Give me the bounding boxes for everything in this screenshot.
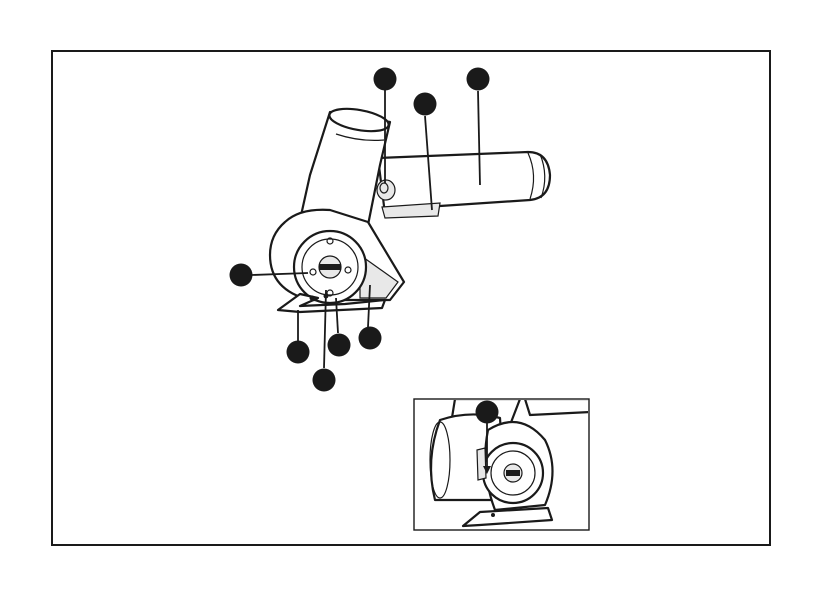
rotary-cutter-illustration [270, 105, 550, 312]
handle-grip [378, 152, 550, 214]
motor-barrel [300, 105, 390, 225]
page-frame [52, 51, 770, 545]
callout-marker-3 [467, 68, 490, 91]
blade-disc [294, 231, 366, 303]
callout-marker-5 [287, 341, 310, 364]
callout-marker-4 [230, 264, 253, 287]
callout-marker-7 [359, 327, 382, 350]
inset-callout-marker [476, 401, 499, 424]
callout-marker-1 [374, 68, 397, 91]
callout-marker-6 [328, 334, 351, 357]
callout-marker-2 [414, 93, 437, 116]
lock-button [377, 180, 395, 200]
inset-panel [414, 399, 590, 530]
callout-marker-8 [313, 369, 336, 392]
inset-closeup-illustration [430, 399, 590, 526]
